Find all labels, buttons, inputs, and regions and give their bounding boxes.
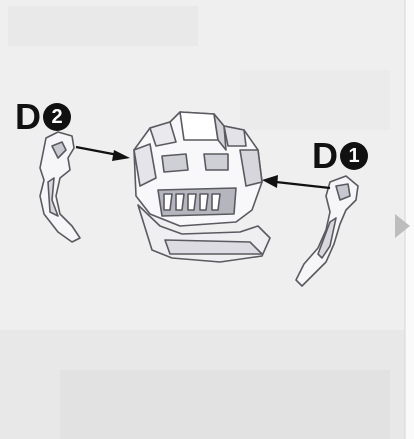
label-d1-number-badge: 1 bbox=[340, 142, 368, 170]
label-d2-letter: D bbox=[15, 99, 40, 135]
label-d2: D 2 bbox=[15, 99, 71, 135]
label-d1-letter: D bbox=[312, 138, 337, 174]
label-d1: D 1 bbox=[312, 138, 368, 174]
label-d2-number-badge: 2 bbox=[43, 103, 71, 131]
